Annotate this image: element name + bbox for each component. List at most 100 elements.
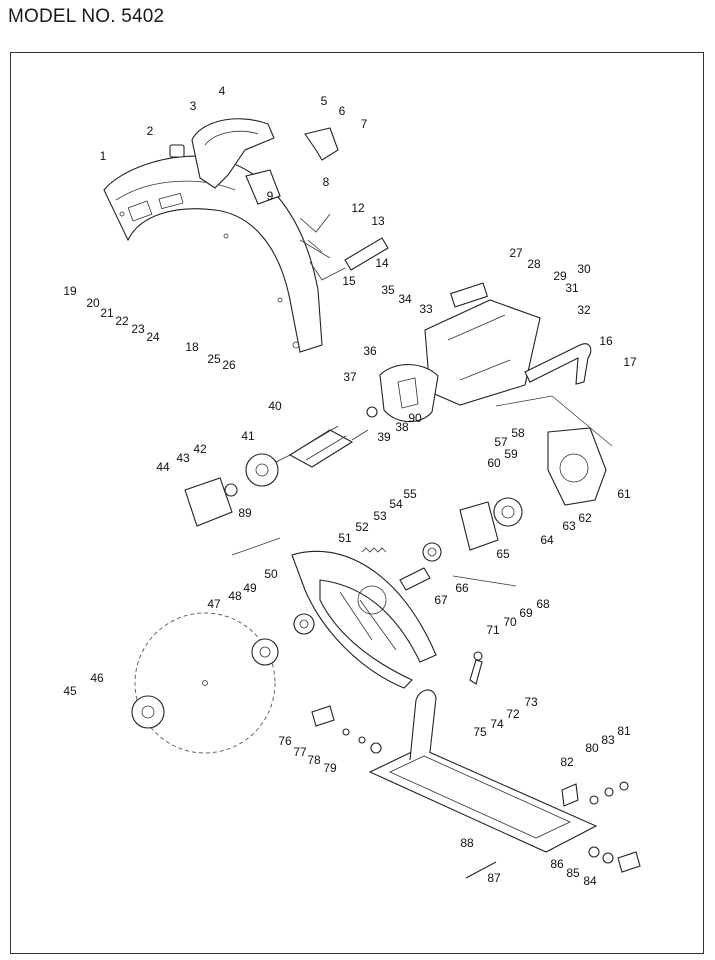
part-number-2: 2 [147, 124, 154, 138]
part-number-89: 89 [238, 506, 252, 520]
part-number-47: 47 [207, 597, 221, 611]
part-number-41: 41 [241, 429, 255, 443]
inner-flange-47-hub [259, 646, 271, 658]
washer-79 [370, 742, 382, 754]
handle [191, 118, 275, 189]
part-number-87: 87 [487, 871, 501, 885]
group-bracket-lower [231, 537, 281, 556]
part-number-4: 4 [219, 84, 226, 98]
part-number-26: 26 [222, 358, 236, 372]
part-number-76: 76 [278, 734, 292, 748]
pin-88 [465, 861, 497, 879]
part-number-17: 17 [623, 355, 637, 369]
part-number-37: 37 [343, 370, 357, 384]
part-number-62: 62 [578, 511, 592, 525]
wing-bolt-82 [561, 783, 579, 807]
part-number-58: 58 [511, 426, 525, 440]
part-number-78: 78 [307, 753, 321, 767]
part-number-15: 15 [342, 274, 356, 288]
part-number-40: 40 [268, 399, 282, 413]
safety-guard [291, 550, 437, 689]
part-number-73: 73 [524, 695, 538, 709]
part-number-23: 23 [131, 322, 145, 336]
part-number-12: 12 [351, 201, 365, 215]
saw-blade-center [202, 680, 208, 686]
part-number-50: 50 [264, 567, 278, 581]
model-number-title: MODEL NO. 5402 [8, 6, 165, 27]
part-number-48: 48 [228, 589, 242, 603]
washer-77 [342, 728, 350, 736]
helical-gear-hub [501, 505, 515, 519]
base-plate [368, 689, 598, 853]
armature [271, 425, 369, 468]
part-number-80: 80 [585, 741, 599, 755]
part-number-67: 67 [434, 593, 448, 607]
part-number-52: 52 [355, 520, 369, 534]
gear-housing [547, 427, 607, 506]
part-number-79: 79 [323, 761, 337, 775]
part-number-72: 72 [506, 707, 520, 721]
part-number-88: 88 [460, 836, 474, 850]
part-number-86: 86 [550, 857, 564, 871]
part-number-22: 22 [115, 314, 129, 328]
part-number-25: 25 [207, 352, 221, 366]
part-number-49: 49 [243, 581, 257, 595]
part-number-1: 1 [100, 149, 107, 163]
washer-78 [358, 736, 366, 744]
torsion-spring [361, 547, 387, 553]
group-bracket-upper [495, 395, 613, 447]
part-number-34: 34 [398, 292, 412, 306]
part-number-71: 71 [486, 623, 500, 637]
cord-guard [169, 144, 185, 158]
lever-bar [304, 127, 339, 161]
part-number-74: 74 [490, 717, 504, 731]
part-number-59: 59 [504, 447, 518, 461]
part-number-60: 60 [487, 456, 501, 470]
part-number-35: 35 [381, 283, 395, 297]
part-number-28: 28 [527, 257, 541, 271]
washer-81 [619, 781, 629, 791]
bearing-53 [422, 542, 442, 562]
part-number-85: 85 [566, 866, 580, 880]
field-core [379, 364, 439, 423]
part-number-6: 6 [339, 104, 346, 118]
part-number-36: 36 [363, 344, 377, 358]
diagram-frame [10, 52, 704, 954]
baffle-plate [184, 477, 233, 527]
wing-bolt-76 [311, 705, 335, 727]
part-number-65: 65 [496, 547, 510, 561]
part-number-27: 27 [509, 246, 523, 260]
part-number-18: 18 [185, 340, 199, 354]
part-number-31: 31 [565, 281, 579, 295]
bearing-53-inner [427, 547, 437, 557]
part-number-9: 9 [267, 189, 274, 203]
part-number-44: 44 [156, 460, 170, 474]
part-number-7: 7 [361, 117, 368, 131]
part-number-29: 29 [553, 269, 567, 283]
part-number-46: 46 [90, 671, 104, 685]
bearing-42 [224, 483, 238, 497]
lock-lever-knob [473, 651, 483, 661]
group-bracket-mid [452, 575, 517, 587]
bearing-38 [366, 406, 378, 418]
part-number-5: 5 [321, 94, 328, 108]
part-number-54: 54 [389, 497, 403, 511]
part-number-90: 90 [408, 411, 422, 425]
part-number-39: 39 [377, 430, 391, 444]
part-number-68: 68 [536, 597, 550, 611]
part-number-32: 32 [577, 303, 591, 317]
part-number-3: 3 [190, 99, 197, 113]
fan [245, 453, 279, 487]
bearing-box [459, 501, 499, 551]
part-number-33: 33 [419, 302, 433, 316]
part-number-38: 38 [395, 420, 409, 434]
part-number-55: 55 [403, 487, 417, 501]
inner-flange-47 [251, 638, 279, 666]
part-number-20: 20 [86, 296, 100, 310]
part-number-21: 21 [100, 306, 114, 320]
spindle [399, 567, 431, 591]
part-number-84: 84 [583, 874, 597, 888]
part-number-43: 43 [176, 451, 190, 465]
motor-housing [424, 282, 541, 406]
